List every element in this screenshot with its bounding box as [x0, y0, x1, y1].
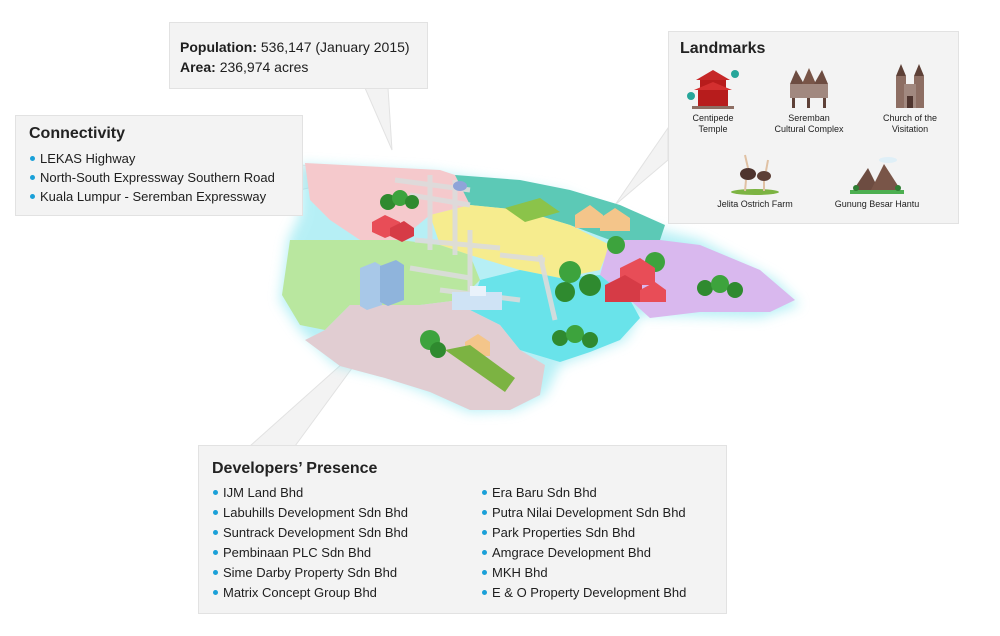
list-item: Putra Nilai Development Sdn Bhd [481, 503, 686, 523]
developers-title: Developers’ Presence [212, 460, 378, 477]
landmark-jelita-ostrich-farm: Jelita Ostrich Farm [705, 152, 805, 210]
landmark-centipede-temple: Centipede Temple [677, 66, 749, 135]
list-item: MKH Bhd [481, 563, 686, 583]
landmark-label-line2: Cultural Complex [774, 124, 844, 134]
landmark-label-line1: Church of the [882, 113, 938, 123]
developers-list-right: Era Baru Sdn Bhd Putra Nilai Development… [481, 483, 686, 603]
landmark-label-line1: Gunung Besar Hantu [834, 199, 920, 209]
list-item: Pembinaan PLC Sdn Bhd [212, 543, 481, 563]
landmarks-title: Landmarks [680, 40, 766, 57]
list-item: Suntrack Development Sdn Bhd [212, 523, 481, 543]
temple-icon [687, 70, 739, 109]
list-item: North-South Expressway Southern Road [29, 168, 302, 187]
landmarks-callout: Landmarks Centipede Temple Seremban Cult… [668, 31, 959, 224]
area-value: 236,974 acres [219, 59, 309, 75]
houses [372, 205, 666, 356]
list-item: Kuala Lumpur - Seremban Expressway [29, 187, 302, 206]
population-label: Population: [180, 39, 257, 55]
stats-callout: Population: 536,147 (January 2015) Area:… [169, 22, 428, 89]
list-item: LEKAS Highway [29, 149, 302, 168]
landmarks-pointer [614, 126, 669, 206]
landmark-label-line1: Jelita Ostrich Farm [717, 199, 793, 209]
landmark-church-of-the-visitation: Church of the Visitation [869, 62, 951, 135]
list-item: Matrix Concept Group Bhd [212, 583, 481, 603]
roads [394, 175, 558, 321]
church-icon [896, 64, 924, 108]
list-item: Park Properties Sdn Bhd [481, 523, 686, 543]
list-item: Labuhills Development Sdn Bhd [212, 503, 481, 523]
landmark-label-line2: Temple [698, 124, 728, 134]
list-item: Era Baru Sdn Bhd [481, 483, 686, 503]
landmark-label-line1: Centipede [692, 113, 734, 123]
hedges [445, 198, 560, 392]
area-label: Area: [180, 59, 216, 75]
list-item: IJM Land Bhd [212, 483, 481, 503]
population-value: 536,147 (January 2015) [260, 39, 410, 55]
developers-list-left: IJM Land Bhd Labuhills Development Sdn B… [212, 483, 481, 603]
trees [380, 190, 743, 358]
landmark-label-line1: Seremban [788, 113, 830, 123]
connectivity-title: Connectivity [29, 125, 126, 142]
pond [453, 181, 467, 191]
connectivity-list: LEKAS Highway North-South Expressway Sou… [29, 149, 302, 206]
list-item: Sime Darby Property Sdn Bhd [212, 563, 481, 583]
mountain-icon [850, 157, 904, 194]
developers-callout: Developers’ Presence IJM Land Bhd Labuhi… [198, 445, 727, 614]
connectivity-callout: Connectivity LEKAS Highway North-South E… [15, 115, 303, 216]
landmark-seremban-cultural-complex: Seremban Cultural Complex [761, 66, 857, 135]
cultural-complex-icon [790, 68, 828, 108]
landmark-label-line2: Visitation [891, 124, 929, 134]
landmark-gunung-besar-hantu: Gunung Besar Hantu [819, 152, 935, 210]
ostrich-icon [731, 154, 779, 195]
list-item: Amgrace Development Bhd [481, 543, 686, 563]
stats-pointer [364, 87, 393, 151]
list-item: E & O Property Development Bhd [481, 583, 686, 603]
towers [360, 260, 502, 310]
